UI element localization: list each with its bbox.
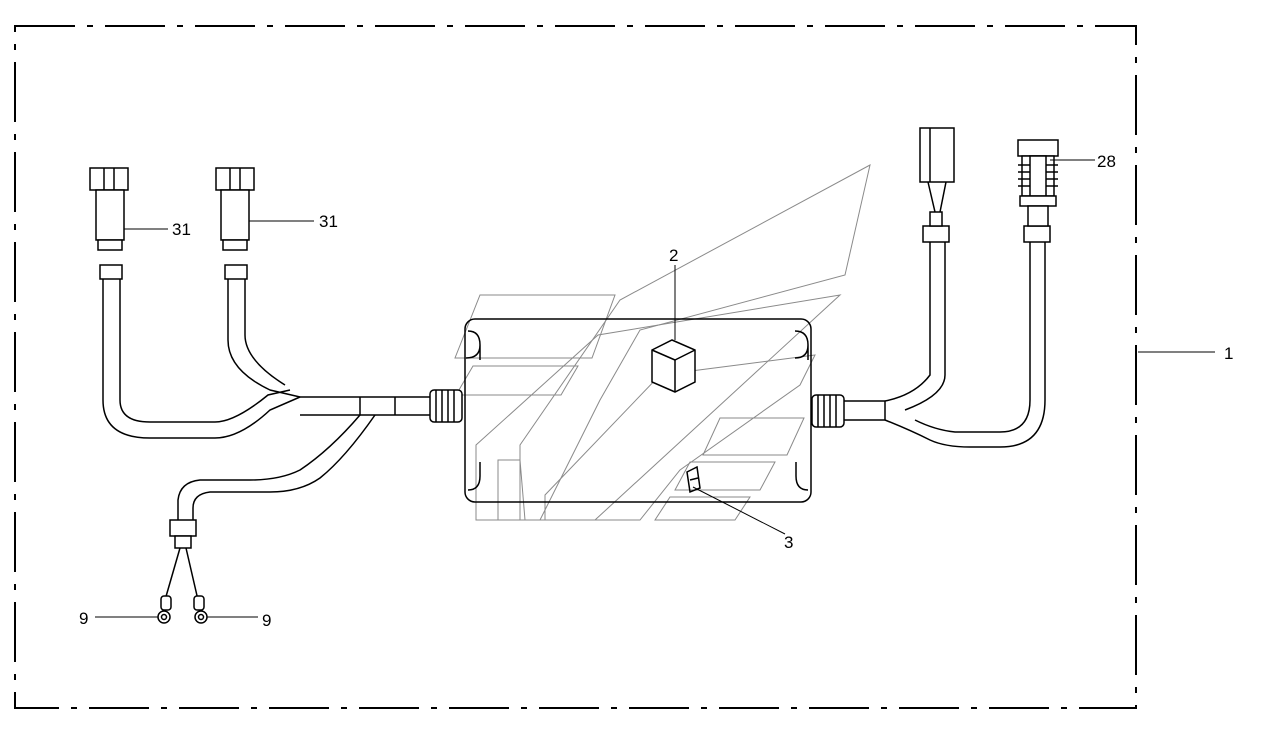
leader-lines bbox=[95, 159, 1215, 618]
fuse bbox=[686, 465, 701, 494]
ring-terminal-right bbox=[193, 595, 208, 624]
left-harness bbox=[102, 278, 430, 601]
assembly-boundary-frame bbox=[14, 25, 1137, 709]
callout-3: 3 bbox=[784, 533, 794, 552]
callout-9-left: 9 bbox=[79, 609, 89, 628]
connector-28 bbox=[1017, 139, 1059, 227]
plug-connector bbox=[919, 127, 955, 227]
connector-a bbox=[89, 167, 129, 280]
left-grommet bbox=[429, 389, 463, 423]
control-module bbox=[464, 318, 812, 503]
callout-31-right: 31 bbox=[319, 212, 338, 231]
callout-1: 1 bbox=[1224, 344, 1234, 363]
right-grommet bbox=[811, 394, 845, 428]
connector-b bbox=[215, 167, 255, 280]
relay bbox=[651, 339, 696, 393]
ring-terminal-left bbox=[157, 595, 172, 624]
callout-28: 28 bbox=[1097, 152, 1116, 171]
callout-2: 2 bbox=[669, 246, 679, 265]
callout-31-left: 31 bbox=[172, 220, 191, 239]
callout-9-right: 9 bbox=[262, 611, 272, 630]
leader-3 bbox=[692, 486, 786, 535]
right-harness bbox=[844, 225, 1051, 448]
